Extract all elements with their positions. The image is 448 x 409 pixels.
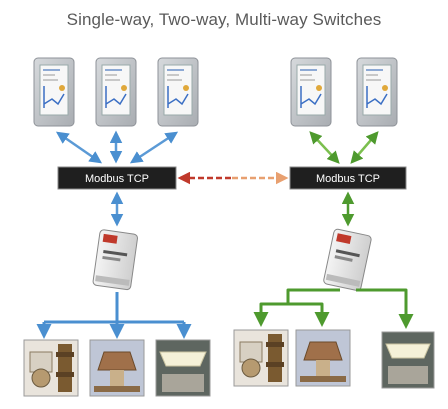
left-panel-links <box>55 130 179 164</box>
left-device-flush-light <box>155 339 211 397</box>
left-touch-panel-1 <box>33 57 75 127</box>
right-io-module <box>323 228 372 291</box>
left-device-wall-lamp <box>23 339 79 397</box>
right-hub-label: Modbus TCP <box>316 173 380 185</box>
right-panel-links <box>309 131 379 164</box>
left-touch-panel-3 <box>157 57 199 127</box>
right-touch-panel-1 <box>290 57 332 127</box>
left-device-ceiling-lamp <box>89 339 145 397</box>
right-device-wall-lamp <box>233 329 289 387</box>
left-modbus-hub: Modbus TCP <box>57 166 177 190</box>
right-touch-panel-2 <box>356 57 398 127</box>
right-device-flush-light <box>381 331 435 389</box>
left-hub-label: Modbus TCP <box>85 173 149 185</box>
left-touch-panel-2 <box>95 57 137 127</box>
left-io-module <box>92 229 138 291</box>
diagram-title: Single-way, Two-way, Multi-way Switches <box>66 10 382 29</box>
right-modbus-hub: Modbus TCP <box>289 166 407 190</box>
right-output-tree <box>253 288 414 329</box>
left-output-tree <box>36 292 192 339</box>
right-device-ceiling-lamp <box>295 329 351 387</box>
